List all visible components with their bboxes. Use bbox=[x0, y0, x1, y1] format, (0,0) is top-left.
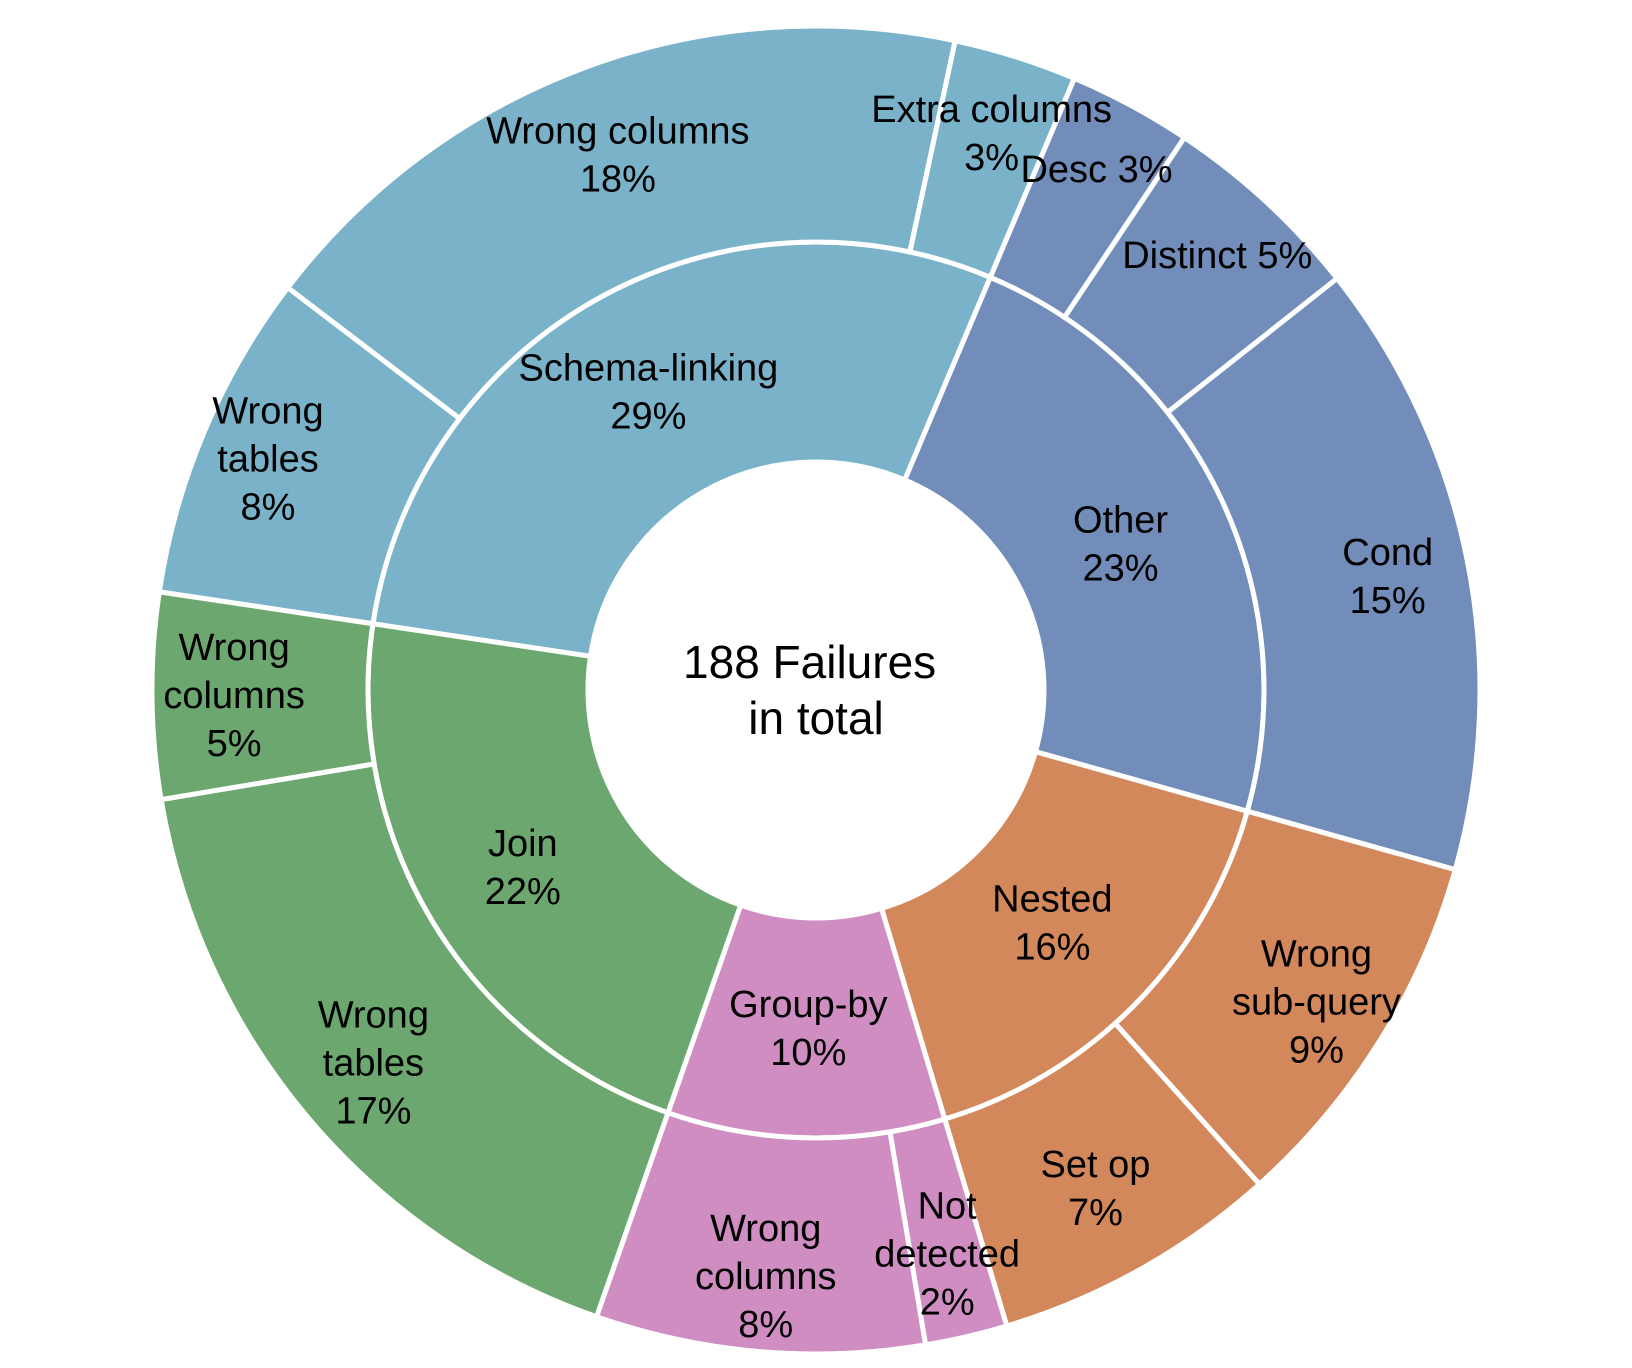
center-label: 188 Failures in total bbox=[683, 636, 949, 744]
outer-segment-schema-linking-wrong-columns bbox=[284, 23, 959, 423]
center-label-line-1: 188 Failures bbox=[683, 636, 936, 688]
outer-segment-join-wrong-columns bbox=[149, 589, 378, 803]
outer-ring bbox=[149, 23, 1483, 1357]
outer-segment-join-wrong-tables bbox=[158, 761, 672, 1320]
outer-segment-other-cond bbox=[1164, 274, 1483, 873]
outer-label-other-distinct: Distinct 5% bbox=[1122, 235, 1312, 277]
outer-label-other-desc: Desc 3% bbox=[1020, 149, 1172, 191]
center-label-line-2: in total bbox=[748, 692, 884, 744]
